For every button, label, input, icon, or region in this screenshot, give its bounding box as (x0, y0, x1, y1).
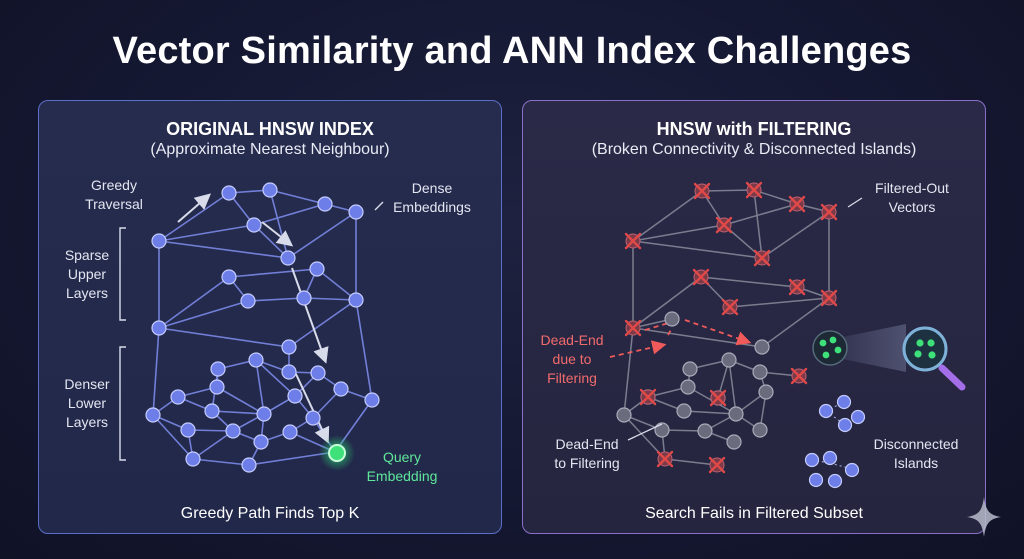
query-embedding-node (319, 435, 355, 471)
filtered-node (820, 289, 838, 307)
layer-brackets (119, 227, 126, 461)
filtered-node (624, 232, 642, 250)
disconnected-islands-label: Disconnected Islands (873, 436, 959, 471)
greedy-path-arrows (177, 193, 330, 444)
right-graph-gray-nodes (616, 311, 774, 450)
hnsw-filtering-panel: HNSW with FILTERING (Broken Connectivity… (522, 100, 986, 534)
filtered-out-vectors-label: Filtered-Out Vectors (875, 180, 949, 215)
left-panel-title: ORIGINAL HNSW INDEX (166, 119, 374, 139)
greedy-traversal-label: Greedy Traversal (85, 177, 143, 212)
right-panel-caption: Search Fails in Filtered Subset (645, 505, 863, 522)
filtered-node (692, 268, 710, 286)
filtered-node (788, 195, 806, 213)
filtered-node (709, 389, 727, 407)
filtered-node (721, 298, 739, 316)
dense-embeddings-label: Dense Embeddings (393, 180, 471, 215)
left-panel-caption: Greedy Path Finds Top K (180, 505, 360, 522)
page-title: Vector Similarity and ANN Index Challeng… (112, 30, 912, 72)
filtered-node (753, 249, 771, 267)
dead-end-red-label: Dead-End due to Filtering (540, 332, 604, 386)
dead-end-paths (609, 319, 752, 358)
denser-lower-layers-label: Denser Lower Layers (64, 376, 110, 430)
filtered-node (708, 456, 726, 474)
filtered-node (788, 278, 806, 296)
query-embedding-label: Query Embedding (366, 449, 438, 484)
filtered-node (790, 367, 808, 385)
left-panel-subtitle: (Approximate Nearest Neighbour) (150, 141, 390, 158)
magnifier-icon (812, 324, 966, 391)
hnsw-original-panel: ORIGINAL HNSW INDEX (Approximate Nearest… (38, 100, 502, 534)
filtered-node (624, 319, 642, 337)
filtered-node (693, 182, 711, 200)
sparkle-icon (967, 497, 1001, 537)
dead-end-label: Dead-End to Filtering (554, 436, 620, 471)
disconnected-islands (804, 394, 866, 489)
filtered-node (656, 450, 674, 468)
filtered-node (715, 216, 733, 234)
filtered-node (820, 203, 838, 221)
sparse-upper-layers-label: Sparse Upper Layers (64, 247, 110, 301)
left-graph-nodes (145, 182, 380, 473)
filtered-node (745, 181, 763, 199)
right-panel-title: HNSW with FILTERING (656, 119, 852, 139)
right-panel-subtitle: (Broken Connectivity & Disconnected Isla… (591, 141, 917, 158)
filtered-node (639, 388, 657, 406)
filtered-out-nodes (624, 181, 838, 474)
dense-pointer (374, 201, 384, 211)
